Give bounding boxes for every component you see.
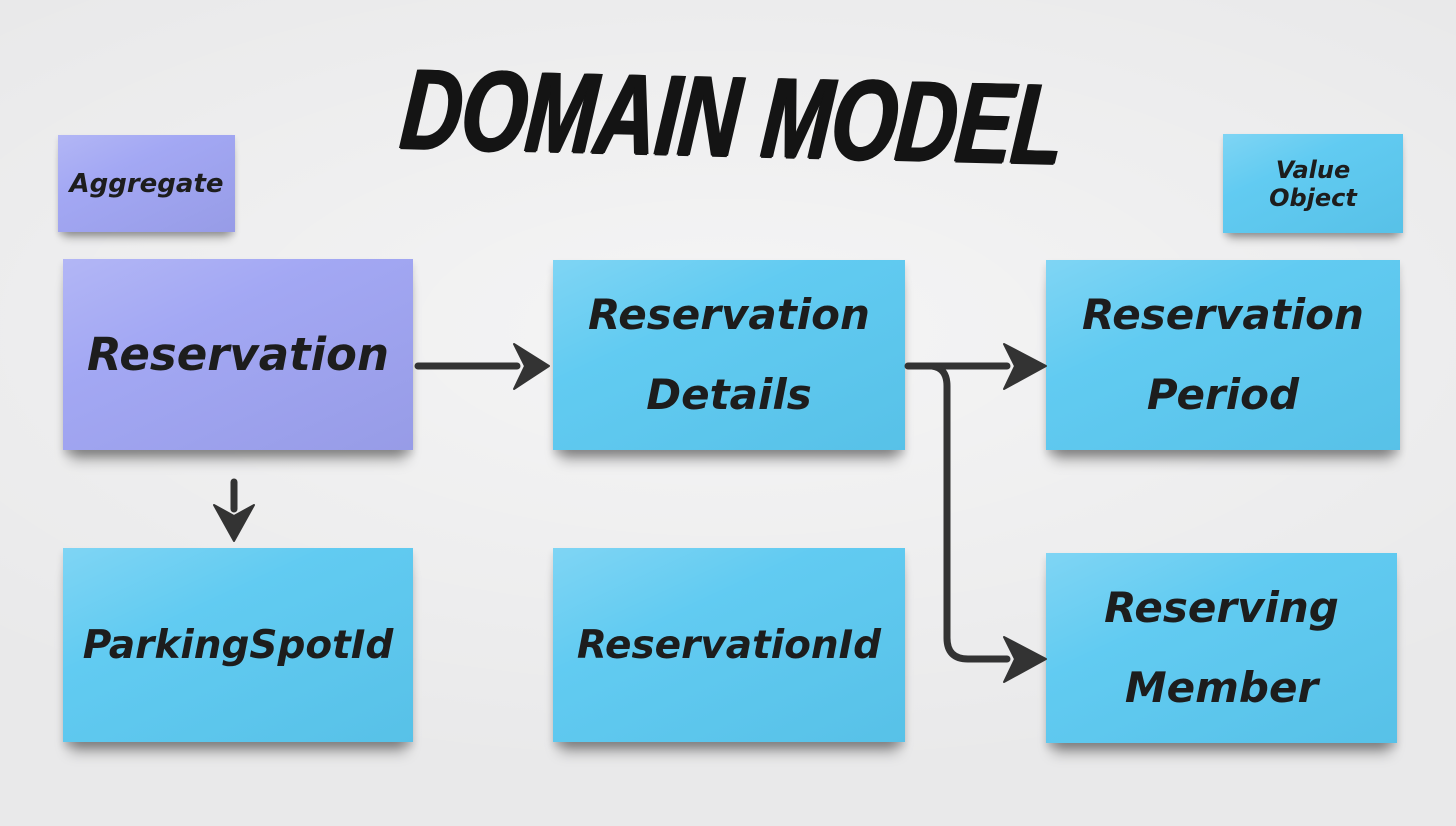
legend-note-aggregate[interactable]: Aggregate <box>58 135 235 232</box>
note-parking-spot-id[interactable]: ParkingSpotId <box>63 548 413 742</box>
legend-value-object-label: Value Object <box>1269 155 1357 212</box>
note-reservation[interactable]: Reservation <box>63 259 413 450</box>
note-reserving-member[interactable]: Reserving Member <box>1046 553 1397 743</box>
note-reservation-id-label: ReservationId <box>576 622 882 668</box>
legend-aggregate-label: Aggregate <box>69 168 224 199</box>
note-reservation-period[interactable]: Reservation Period <box>1046 260 1400 450</box>
page-title: DOMAIN MODEL <box>396 44 1070 189</box>
note-reservation-details[interactable]: Reservation Details <box>553 260 905 450</box>
arrow-reservation-to-parkingspotid-head <box>213 504 255 542</box>
arrow-details-to-member-line <box>928 362 1011 663</box>
note-reservation-label: Reservation <box>86 328 389 381</box>
arrow-details-to-period-head <box>1003 343 1047 390</box>
note-reservation-details-label: Reservation Details <box>588 290 870 419</box>
legend-note-value-object[interactable]: Value Object <box>1223 134 1403 233</box>
arrow-details-to-member-head <box>1003 636 1047 683</box>
note-reserving-member-label: Reserving Member <box>1104 583 1339 712</box>
note-reservation-id[interactable]: ReservationId <box>553 548 905 742</box>
note-parking-spot-id-label: ParkingSpotId <box>82 622 394 668</box>
arrow-reservation-to-details-head <box>513 343 550 390</box>
note-reservation-period-label: Reservation Period <box>1082 290 1364 419</box>
